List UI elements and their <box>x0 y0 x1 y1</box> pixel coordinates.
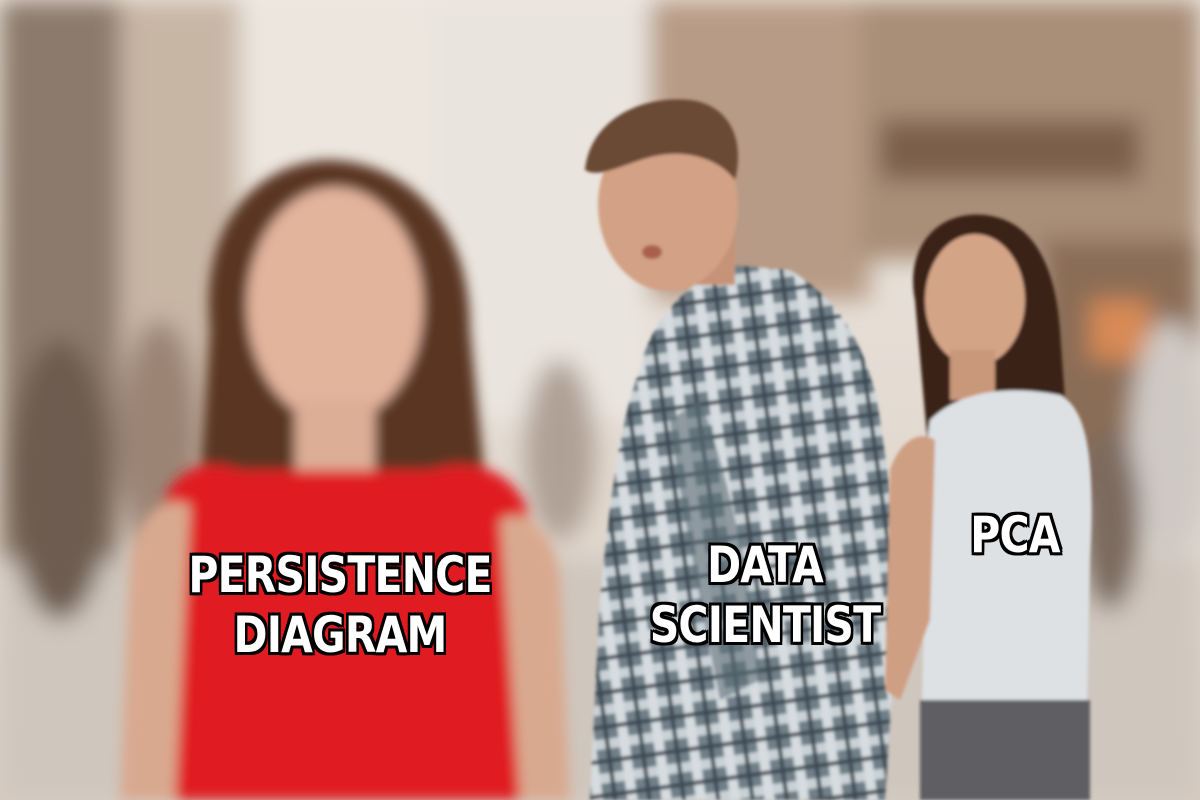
caption-left-line-1: PERSISTENCE <box>188 546 492 604</box>
caption-center-line-1: DATA <box>707 536 824 594</box>
caption-persistence-diagram: PERSISTENCE DIAGRAM <box>160 545 521 665</box>
caption-left-line-2: DIAGRAM <box>233 606 447 664</box>
caption-data-scientist: DATA SCIENTIST <box>617 535 912 655</box>
caption-pca: PCA <box>949 505 1080 565</box>
caption-center-line-2: SCIENTIST <box>649 596 881 654</box>
caption-right-line-1: PCA <box>970 506 1060 564</box>
